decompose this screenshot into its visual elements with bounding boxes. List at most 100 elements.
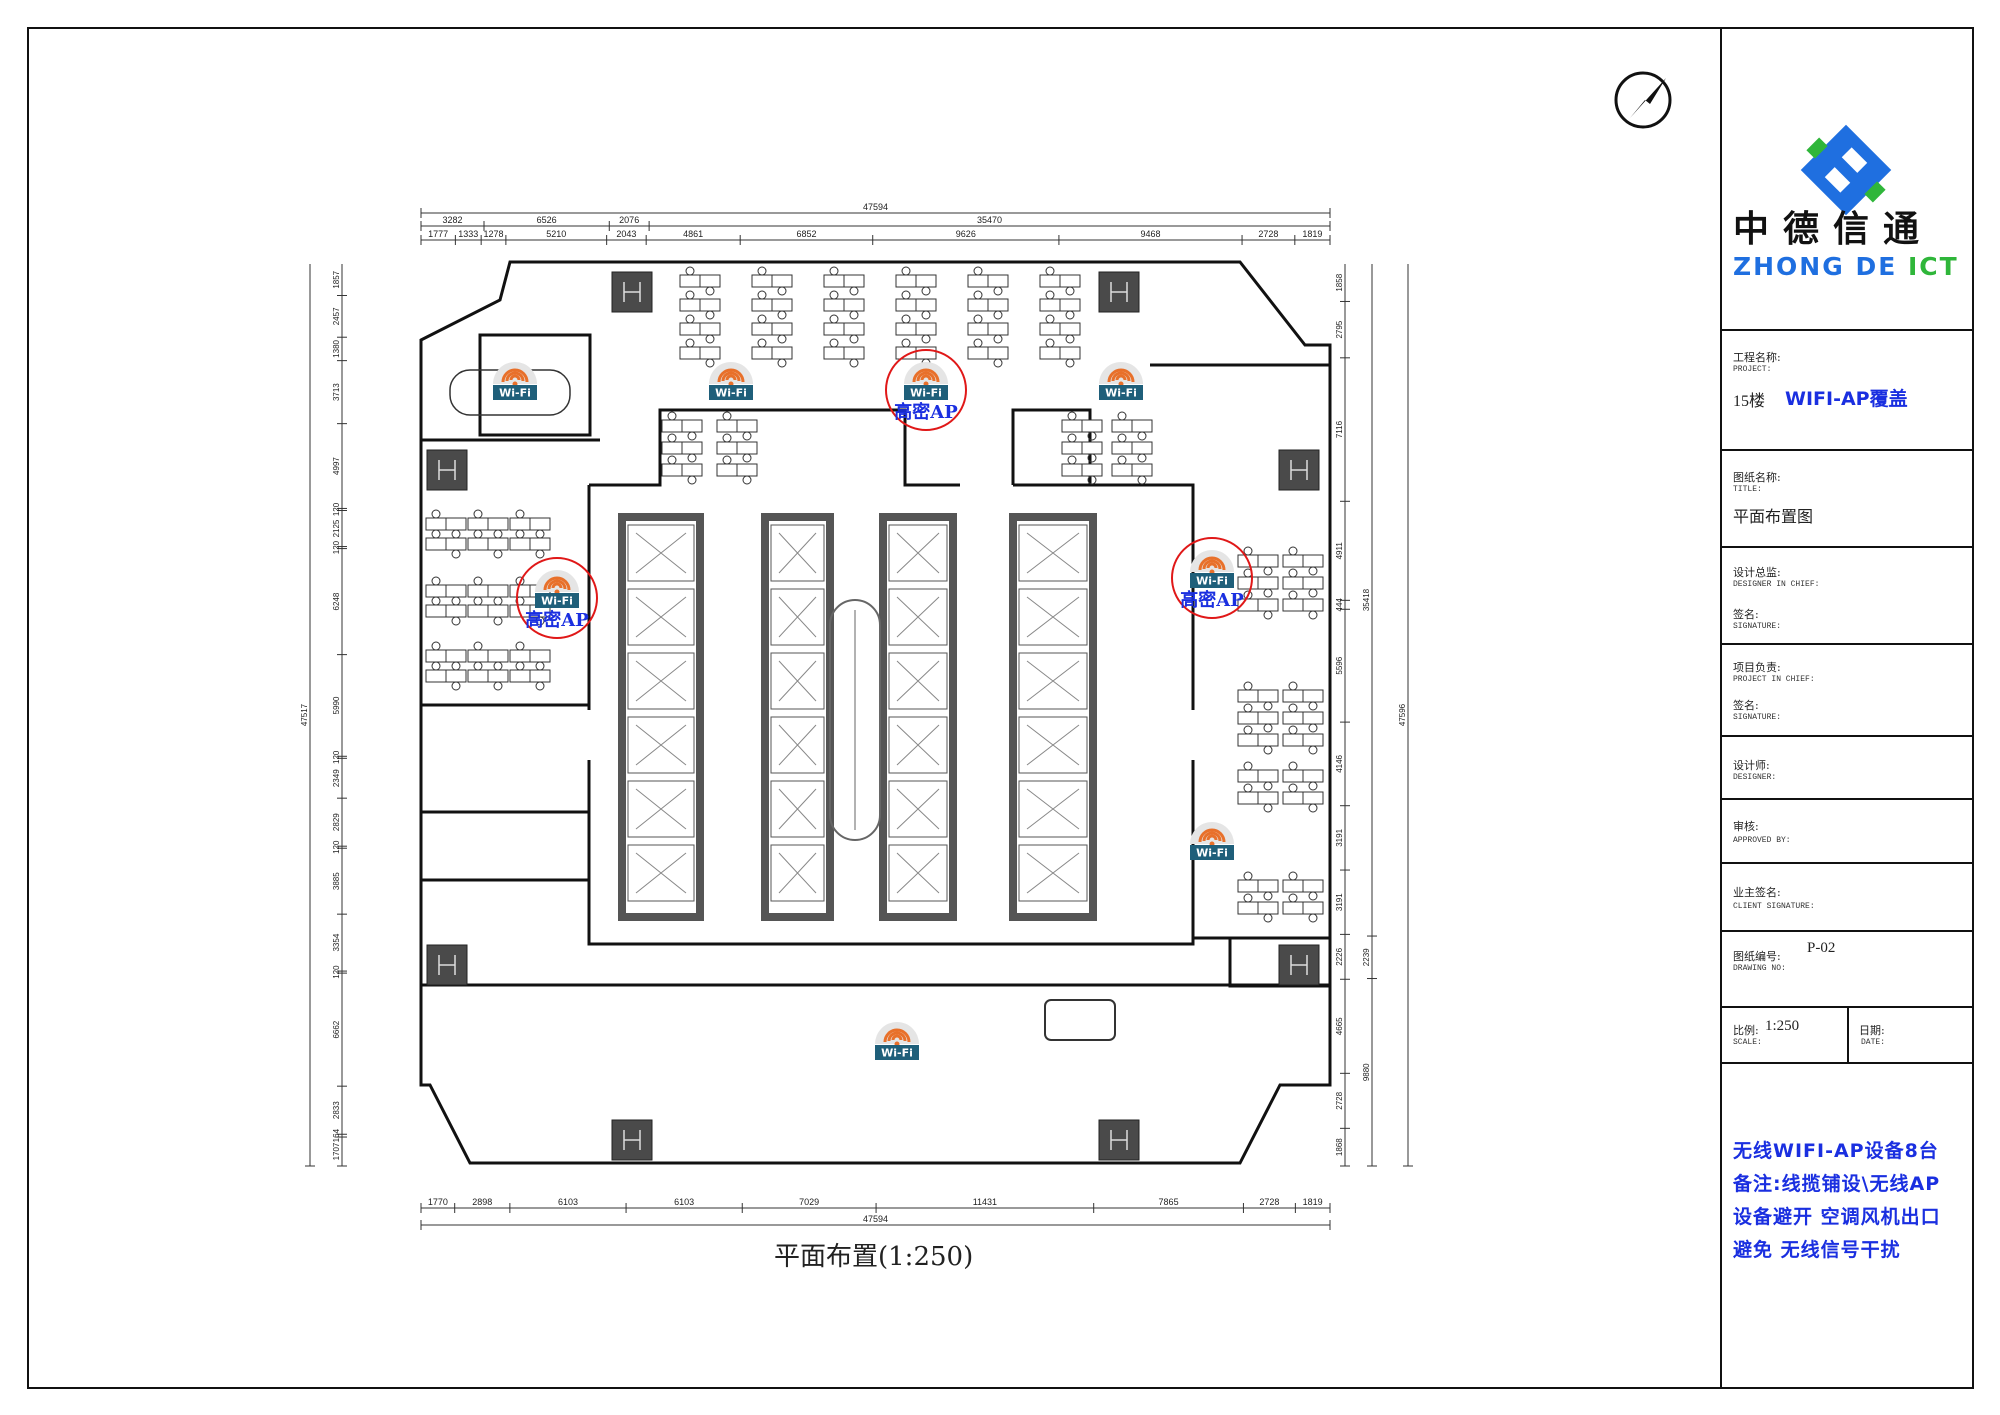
desk xyxy=(487,604,509,618)
dim-label: 2898 xyxy=(472,1197,492,1207)
chair xyxy=(1308,913,1318,923)
wifi-wave-icon xyxy=(547,579,567,590)
dim-label: 444 xyxy=(1335,598,1344,612)
desk xyxy=(425,537,447,551)
desk xyxy=(1131,441,1153,455)
dim-label: 2728 xyxy=(1258,229,1278,239)
label: 设计师: xyxy=(1733,759,1770,772)
wifi-label: Wi-Fi xyxy=(881,1047,913,1060)
chair xyxy=(849,310,859,320)
wifi-wave-icon xyxy=(721,371,741,382)
chair xyxy=(1288,590,1298,600)
dim-label: 2795 xyxy=(1335,320,1344,338)
desk xyxy=(661,419,683,433)
desk xyxy=(1257,554,1279,568)
tb-approved: 审核: APPROVED BY: xyxy=(1721,798,1973,862)
chair xyxy=(1288,783,1298,793)
elevator-x xyxy=(896,724,940,766)
desk xyxy=(1039,298,1061,312)
desk xyxy=(1257,576,1279,590)
chair xyxy=(705,286,715,296)
desk xyxy=(699,346,721,360)
chair xyxy=(493,616,503,626)
dim-label: 4911 xyxy=(1335,542,1344,560)
dim-label: 3713 xyxy=(332,383,341,401)
tb-notes: 无线WIFI-AP设备8台 备注:线揽铺设\无线AP 设备避开 空调风机出口 避… xyxy=(1721,1062,1973,1388)
chair xyxy=(705,310,715,320)
chair xyxy=(1263,588,1273,598)
desk xyxy=(823,298,845,312)
desk xyxy=(681,463,703,477)
chair xyxy=(685,338,695,348)
dim-label: 120 xyxy=(332,540,341,554)
drawing-title: 平面布置图 xyxy=(1733,509,1814,526)
wifi-wave-icon xyxy=(1198,556,1226,571)
desk xyxy=(1302,791,1324,805)
desk xyxy=(716,441,738,455)
desk xyxy=(487,517,509,531)
desk xyxy=(681,419,703,433)
desk xyxy=(967,322,989,336)
dim-label: 120 xyxy=(332,502,341,516)
elevator-x xyxy=(896,788,940,830)
stair xyxy=(829,599,881,841)
desk xyxy=(1111,419,1133,433)
dim-label: 164 xyxy=(332,1128,341,1142)
dim-label: 2076 xyxy=(619,215,639,225)
chair xyxy=(901,314,911,324)
chair xyxy=(1288,703,1298,713)
scale-value: 1:250 xyxy=(1765,1018,1800,1034)
elevator-x xyxy=(1026,596,1080,638)
label: DESIGNER IN CHIEF: xyxy=(1733,580,1820,589)
chair xyxy=(687,475,697,485)
desk xyxy=(1061,463,1083,477)
chair xyxy=(1117,433,1127,443)
shaft xyxy=(1098,271,1140,313)
desk xyxy=(1257,769,1279,783)
wifi-wave-icon xyxy=(883,1028,911,1043)
chair xyxy=(473,596,483,606)
chair xyxy=(687,453,697,463)
chair xyxy=(535,549,545,559)
desk xyxy=(509,537,531,551)
chair xyxy=(742,475,752,485)
chair xyxy=(722,455,732,465)
dim-label: 2829 xyxy=(332,813,341,831)
chair xyxy=(921,310,931,320)
shaft-mark xyxy=(623,1130,641,1150)
desk xyxy=(771,346,793,360)
elevator-x xyxy=(635,532,687,574)
chair xyxy=(493,681,503,691)
chair xyxy=(473,661,483,671)
dim-label: 7116 xyxy=(1335,420,1344,438)
desk xyxy=(679,298,701,312)
desk xyxy=(1257,598,1279,612)
desk xyxy=(425,669,447,683)
dim-label: 120 xyxy=(332,965,341,979)
desk xyxy=(467,517,489,531)
desk xyxy=(751,298,773,312)
chair xyxy=(829,290,839,300)
dim-label: 35470 xyxy=(977,215,1002,225)
shaft-mark xyxy=(1110,1130,1128,1150)
chair xyxy=(1117,455,1127,465)
chair xyxy=(493,549,503,559)
desk xyxy=(445,649,467,663)
chair xyxy=(849,334,859,344)
desk xyxy=(736,463,758,477)
chair xyxy=(993,286,1003,296)
chair xyxy=(1308,781,1318,791)
chair xyxy=(431,641,441,651)
desk xyxy=(1237,733,1259,747)
label: 工程名称: xyxy=(1733,351,1781,364)
tb-client: 业主签名: CLIENT SIGNATURE: xyxy=(1721,862,1973,930)
desk xyxy=(1257,791,1279,805)
desk xyxy=(681,441,703,455)
desk xyxy=(1257,901,1279,915)
desk xyxy=(445,537,467,551)
chair xyxy=(757,338,767,348)
label: 图纸名称: xyxy=(1733,471,1781,484)
wifi-wave-icon xyxy=(725,374,737,381)
desk xyxy=(716,419,738,433)
chair xyxy=(431,661,441,671)
